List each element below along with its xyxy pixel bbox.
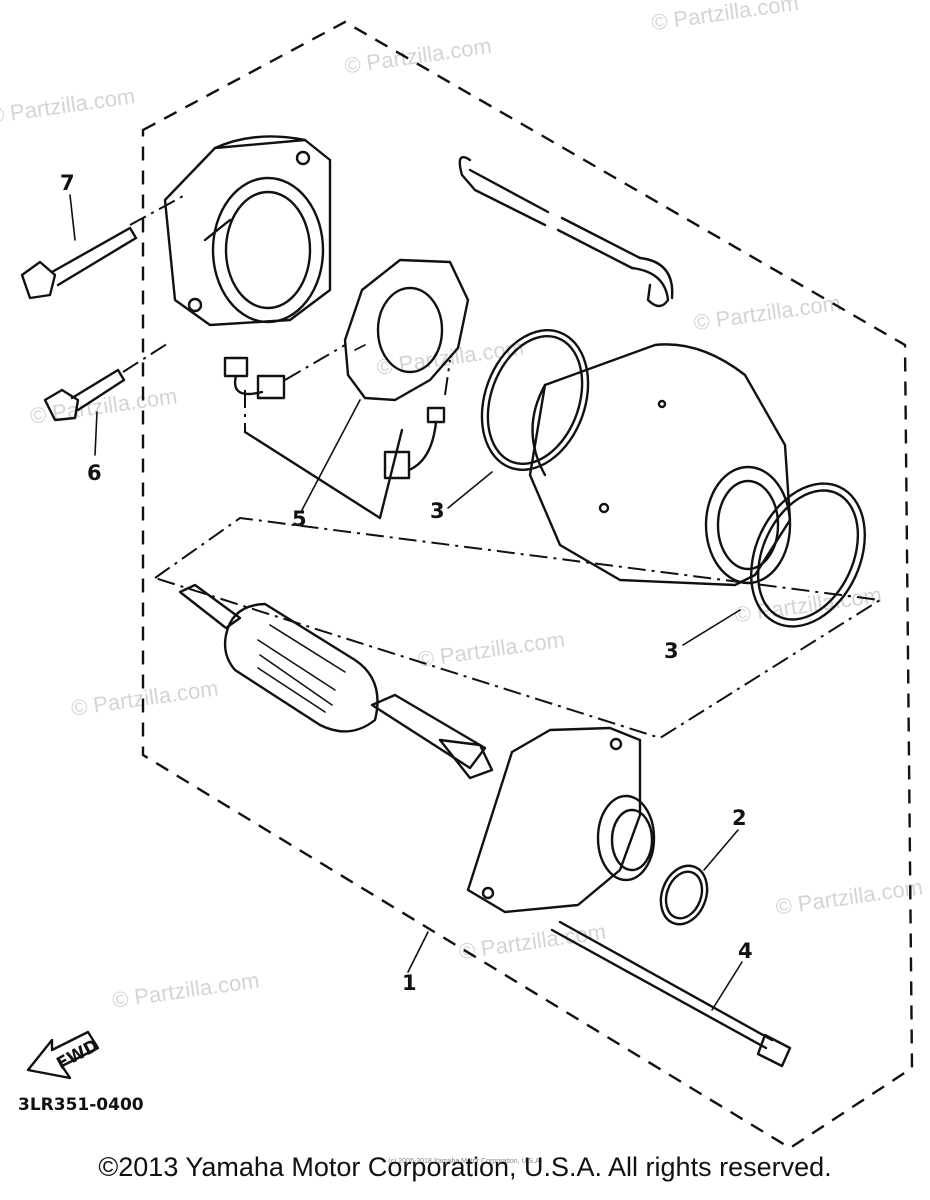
watermark: © Partzilla.com bbox=[343, 33, 493, 78]
leader-1 bbox=[407, 931, 429, 973]
leader-5 bbox=[301, 399, 361, 511]
callout-3: 3 bbox=[430, 499, 445, 523]
watermark: © Partzilla.com bbox=[457, 919, 607, 964]
o-ring-rear bbox=[480, 329, 590, 471]
watermark: © Partzilla.com bbox=[111, 967, 261, 1012]
callout-3: 3 bbox=[664, 639, 679, 663]
leader-3b bbox=[682, 609, 741, 646]
leader-3a bbox=[447, 471, 493, 509]
copyright-notice: ©2013 Yamaha Motor Corporation, U.S.A. A… bbox=[98, 1152, 832, 1182]
leader-7 bbox=[69, 194, 76, 241]
diagram-code: 3LR351-0400 bbox=[18, 1095, 144, 1115]
watermark: © Partzilla.com bbox=[650, 0, 800, 35]
o-ring-front bbox=[750, 482, 866, 628]
watermark: © Partzilla.com bbox=[28, 383, 178, 428]
watermark: © Partzilla.com bbox=[416, 627, 566, 672]
armature bbox=[154, 516, 883, 780]
callout-4: 4 bbox=[738, 939, 753, 963]
brush-left bbox=[223, 356, 286, 400]
o-ring-small-inner bbox=[664, 870, 704, 920]
rear-cover bbox=[466, 726, 656, 914]
watermarks: © Partzilla.com © Partzilla.com © Partzi… bbox=[0, 0, 924, 1013]
brush-group-bracket bbox=[243, 428, 404, 520]
front-cover bbox=[163, 135, 332, 327]
callout-5: 5 bbox=[292, 507, 307, 531]
bolt-7 bbox=[20, 226, 138, 300]
watermark: © Partzilla.com bbox=[0, 83, 137, 128]
fwd-label: FWD bbox=[53, 1036, 102, 1075]
yoke-housing bbox=[528, 343, 792, 587]
watermark: © Partzilla.com bbox=[70, 675, 220, 720]
bolt-6 bbox=[43, 368, 126, 422]
watermark: © Partzilla.com bbox=[733, 582, 883, 627]
assembly-boundary bbox=[141, 20, 914, 1150]
callout-1: 1 bbox=[402, 971, 417, 995]
o-ring-rear-inner bbox=[486, 334, 584, 466]
through-bolt bbox=[550, 920, 792, 1068]
callout-7: 7 bbox=[60, 171, 75, 195]
callout-6: 6 bbox=[87, 461, 102, 485]
leader-4 bbox=[711, 961, 743, 1011]
leader-2 bbox=[703, 829, 739, 871]
watermark: © Partzilla.com bbox=[774, 874, 924, 919]
small-notice: (c) 2005-2018 Yamaha Motor Corporation, … bbox=[388, 1158, 542, 1165]
lead-wire bbox=[458, 155, 674, 308]
callout-2: 2 bbox=[732, 806, 747, 830]
o-ring-front-inner bbox=[756, 489, 860, 621]
brush-holder-plate bbox=[343, 258, 470, 402]
leader-6 bbox=[94, 411, 98, 456]
fwd-arrow-icon: FWD bbox=[26, 1030, 102, 1080]
o-ring-small bbox=[659, 864, 709, 926]
